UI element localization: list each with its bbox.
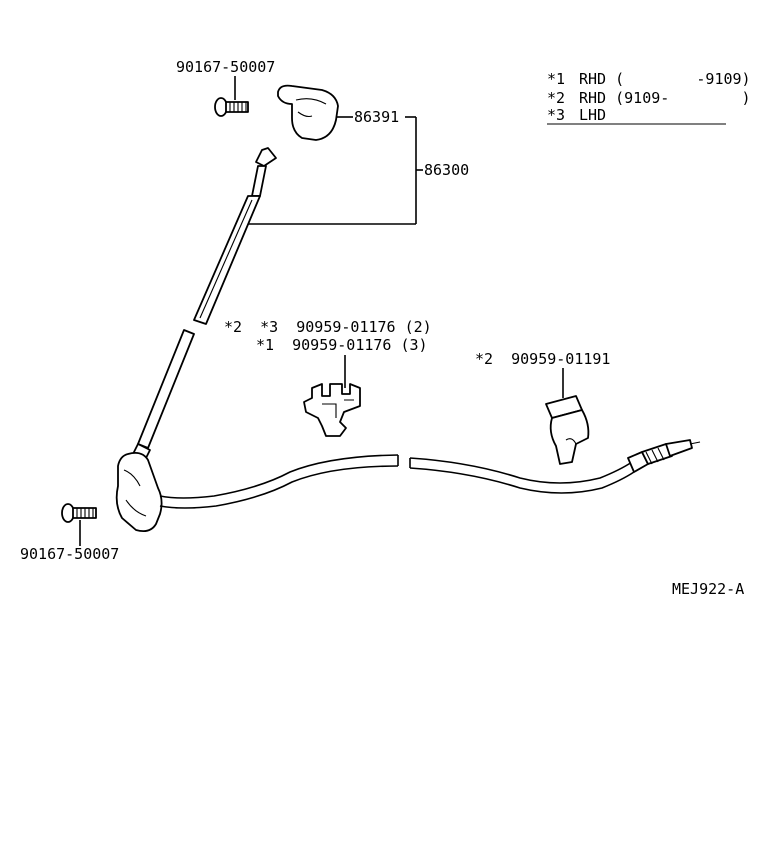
callout-screw-top: 90167-50007 <box>176 58 275 76</box>
antenna-rod-upper <box>193 147 277 325</box>
antenna-rod-lower <box>131 329 195 463</box>
antenna-cable <box>159 454 635 509</box>
callout-clamp-a-line2: *1 90959-01176 (3) <box>256 336 428 354</box>
screw-top-icon <box>214 97 249 117</box>
legend-note-3-text: LHD <box>579 106 606 124</box>
screw-bottom-icon <box>61 503 97 523</box>
diagram-code: MEJ922-A <box>672 580 744 598</box>
clamp-a-icon <box>303 383 361 437</box>
legend-note-1-text: RHD ( -9109) <box>579 70 751 88</box>
cable-connector-icon <box>627 439 701 473</box>
callout-clamp-b: *2 90959-01191 <box>475 350 610 368</box>
callout-bracket: 86391 <box>354 108 399 126</box>
antenna-base-icon <box>115 451 163 533</box>
legend-note-2-mark: *2 <box>547 89 565 107</box>
legend: *1 RHD ( -9109) *2 RHD (9109- ) *3 LHD <box>547 70 751 125</box>
callout-antenna-assembly: 86300 <box>424 161 469 179</box>
clamp-b-icon <box>545 395 590 465</box>
callout-clamp-a-line1: *2 *3 90959-01176 (2) <box>224 318 432 336</box>
callout-screw-bottom: 90167-50007 <box>20 545 119 563</box>
bracket-86391-icon <box>277 84 339 141</box>
legend-note-2-text: RHD (9109- ) <box>579 89 751 107</box>
legend-note-3-mark: *3 <box>547 106 565 124</box>
legend-note-1-mark: *1 <box>547 70 565 88</box>
